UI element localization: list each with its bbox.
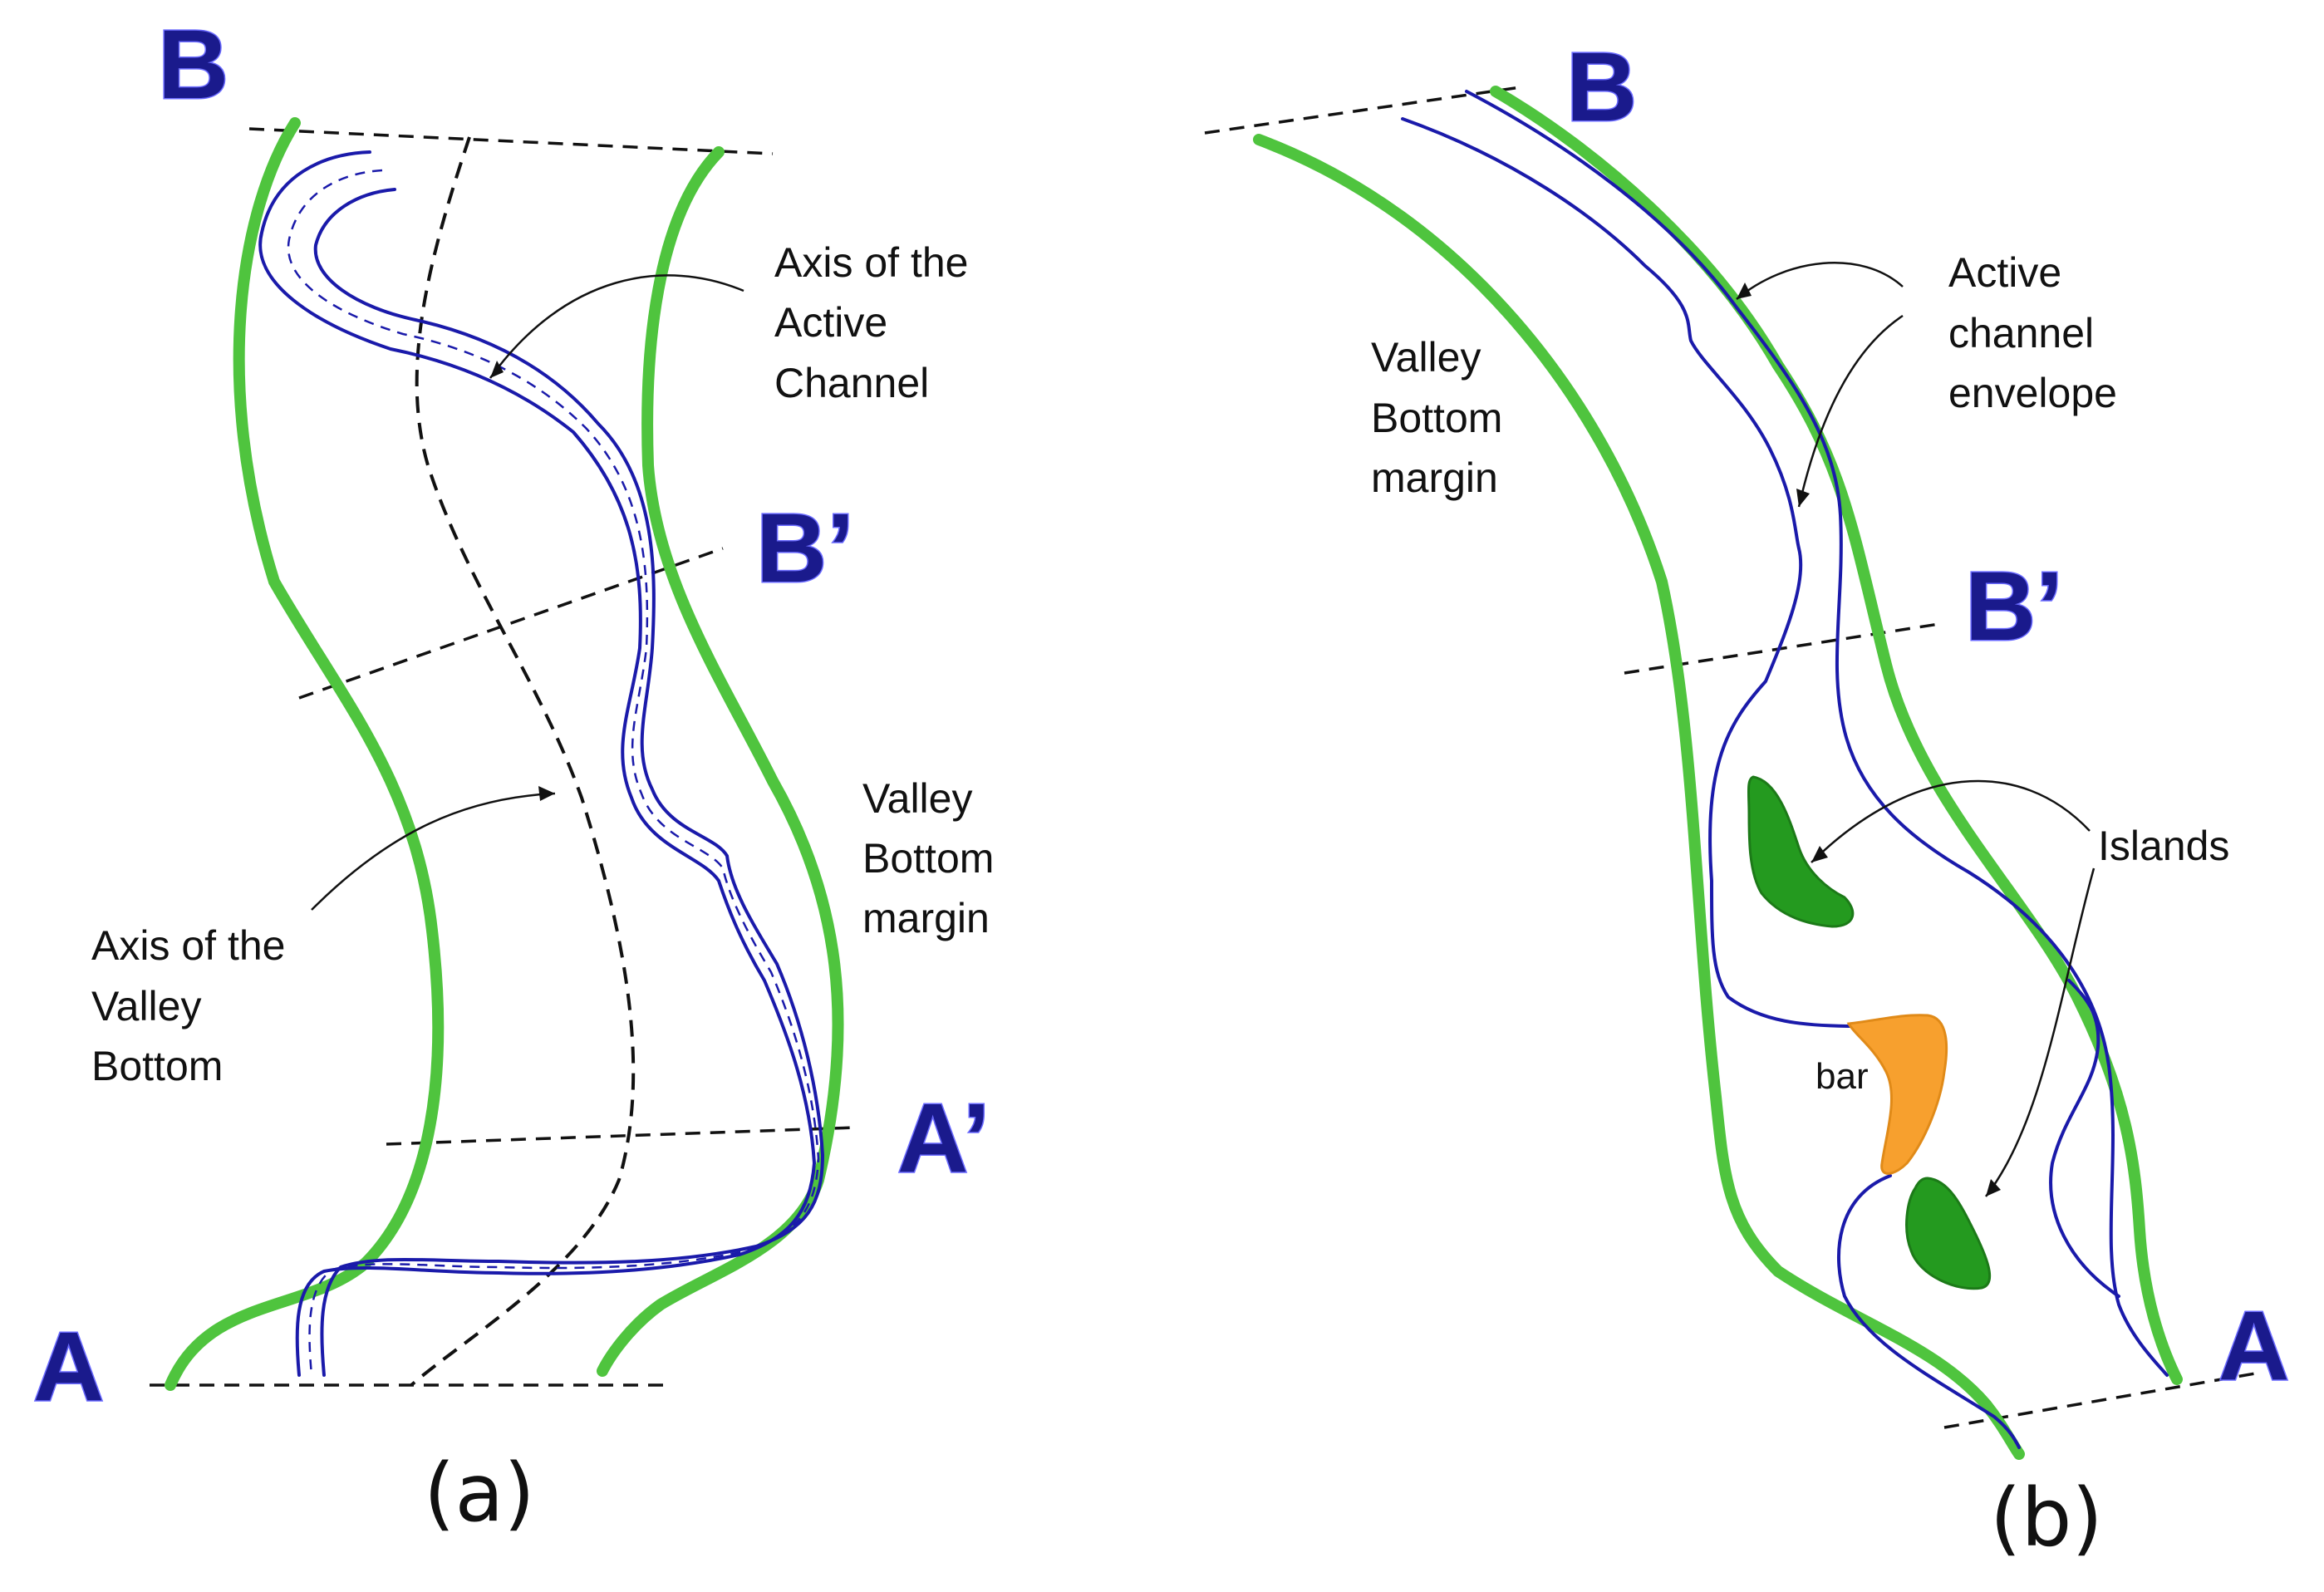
section-line-b-prime — [298, 547, 724, 700]
section-line-b — [248, 127, 774, 155]
island-lower — [1905, 1177, 1991, 1290]
section-line-a-prime — [386, 1126, 857, 1146]
valley-margin-left-b — [1253, 134, 2025, 1460]
arrow-channel-axis — [490, 361, 504, 378]
label-b-b-prime: B’ — [1965, 552, 2063, 661]
arrow-valley-axis — [538, 786, 555, 801]
envelope-middle-bank — [2049, 979, 2120, 1298]
panel-a: B B’ A’ A Axis of the Active Channel Val… — [32, 9, 1005, 1540]
panel-b: B B’ A Valley Bottom margin Active chann… — [1204, 32, 2291, 1565]
annotation-channel-axis: Axis of the Active Channel — [774, 239, 980, 406]
panel-b-caption: (b) — [1990, 1472, 2103, 1565]
leader-valley-axis — [311, 792, 556, 911]
leader-channel-axis — [489, 274, 744, 379]
island-upper — [1747, 775, 1855, 928]
arrow-envelope-lower — [1796, 489, 1810, 507]
leader-island-lower — [1985, 867, 2096, 1197]
panel-a-caption: (a) — [424, 1447, 535, 1540]
label-a-b: B — [158, 10, 228, 120]
envelope-right-bank — [1465, 90, 2169, 1377]
annotation-islands: Islands — [2098, 823, 2229, 869]
arrow-island-upper — [1811, 846, 1828, 862]
gravel-bar — [1846, 1014, 1948, 1175]
label-a-a-prime: A’ — [897, 1083, 990, 1193]
channel-axis-line — [287, 169, 820, 1376]
leader-envelope-lower — [1797, 314, 1904, 508]
valley-margin-right-b — [1490, 86, 2183, 1385]
channel-bank-inner — [313, 188, 824, 1377]
leader-island-upper — [1811, 779, 2091, 863]
arrow-island-lower — [1986, 1179, 2001, 1196]
envelope-left-bank — [1401, 117, 1859, 1028]
channel-bank-outer — [258, 150, 816, 1377]
annotation-valley-axis: Axis of the Valley Bottom — [91, 922, 297, 1089]
annotation-bar: bar — [1815, 1056, 1869, 1097]
label-b-a: A — [2218, 1291, 2289, 1401]
leader-envelope-upper — [1736, 262, 1904, 300]
label-b-b: B — [1566, 32, 1637, 142]
valley-margin-right — [597, 146, 844, 1377]
section-line-b-b — [1204, 86, 1521, 135]
annotation-valley-margin-a: Valley Bottom margin — [862, 775, 1005, 941]
valley-bottom-axis — [410, 136, 636, 1387]
valley-margin-left — [165, 117, 445, 1391]
arrow-envelope-upper — [1737, 283, 1752, 299]
label-a-b-prime: B’ — [756, 494, 854, 603]
label-a-a: A — [33, 1312, 104, 1422]
envelope-inner-bank — [1836, 1174, 2021, 1449]
annotation-envelope: Active channel envelope — [1948, 249, 2117, 416]
annotation-valley-margin-b: Valley Bottom margin — [1371, 334, 1514, 501]
